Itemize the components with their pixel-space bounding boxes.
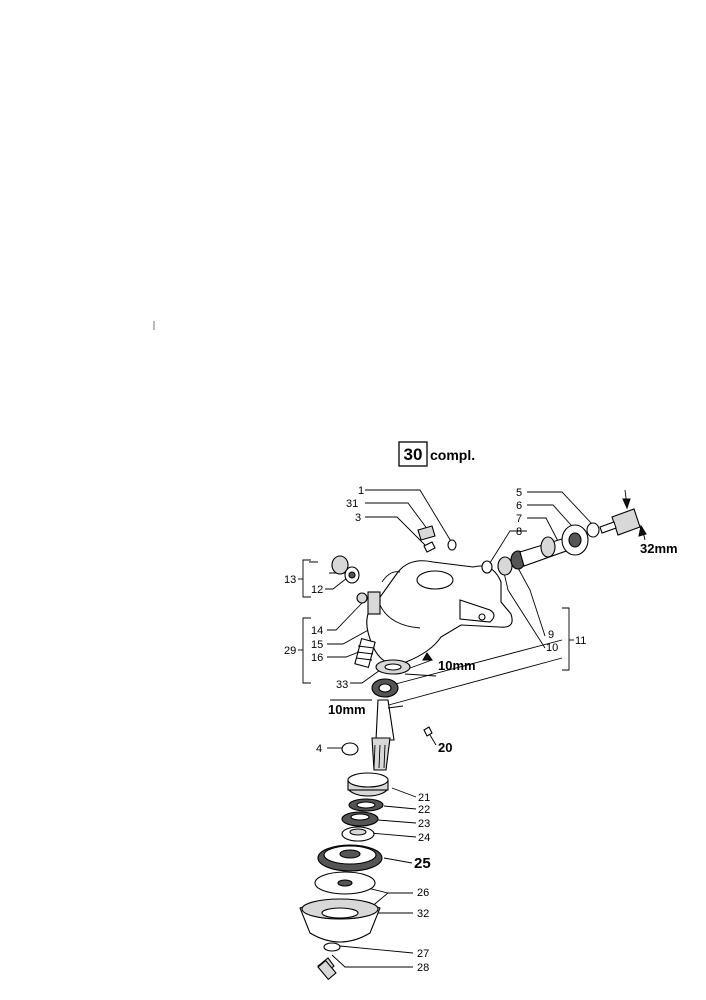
title-number: 30 [404, 445, 423, 464]
label-13: 13 [284, 574, 296, 586]
label-33: 33 [336, 679, 348, 691]
cup-32 [299, 898, 381, 943]
dim-32mm: 32mm [640, 541, 678, 556]
label-7: 7 [516, 513, 522, 525]
snap-ring-8 [481, 560, 493, 574]
label-20: 20 [438, 740, 452, 755]
label-29: 29 [284, 645, 296, 657]
label-15: 15 [311, 639, 323, 651]
leader-lines [309, 489, 594, 968]
plate-26 [314, 871, 376, 895]
flange-25 [317, 844, 383, 872]
output-shaft: 10mm [328, 699, 404, 771]
label-32: 32 [417, 908, 429, 920]
label-23: 23 [418, 818, 430, 830]
brackets [298, 559, 574, 684]
gearbox-housing [366, 560, 513, 665]
label-1: 1 [358, 485, 364, 497]
label-9: 9 [548, 629, 554, 641]
label-10: 10 [546, 642, 558, 654]
part-labels: 1 31 3 5 6 7 8 13 12 14 15 16 29 33 9 10… [284, 485, 586, 974]
circlip-4 [341, 742, 359, 756]
label-26: 26 [417, 887, 429, 899]
label-4: 4 [316, 743, 322, 755]
label-14: 14 [311, 625, 323, 637]
knob-part [331, 555, 360, 584]
label-24: 24 [418, 832, 430, 844]
label-27: 27 [417, 948, 429, 960]
label-6: 6 [516, 500, 522, 512]
title-text: compl. [430, 447, 475, 463]
label-31: 31 [346, 498, 358, 510]
spring-part [354, 637, 376, 669]
upper-bearing-33: 10mm [375, 652, 476, 677]
label-8: 8 [516, 526, 522, 538]
label-5: 5 [516, 487, 522, 499]
bevel-gear [371, 678, 399, 698]
dim-10mm-upper: 10mm [438, 658, 476, 673]
label-21: 21 [418, 792, 430, 804]
lower-bearing-stack [341, 772, 389, 842]
drive-shaft-end: 32mm [599, 489, 678, 556]
dim-10mm-lower: 10mm [328, 702, 366, 717]
label-28: 28 [417, 962, 429, 974]
label-16: 16 [311, 652, 323, 664]
label-3: 3 [355, 512, 361, 524]
label-22: 22 [418, 804, 430, 816]
label-12: 12 [311, 584, 323, 596]
label-25: 25 [414, 855, 431, 872]
pinion-shaft-assembly [497, 522, 600, 576]
plug-screw-parts [417, 525, 457, 553]
washer-bolt [317, 942, 341, 981]
key-20 [423, 726, 433, 737]
label-11: 11 [575, 635, 586, 647]
title-box: 30 compl. [398, 441, 475, 467]
grease-nipple [356, 592, 368, 604]
